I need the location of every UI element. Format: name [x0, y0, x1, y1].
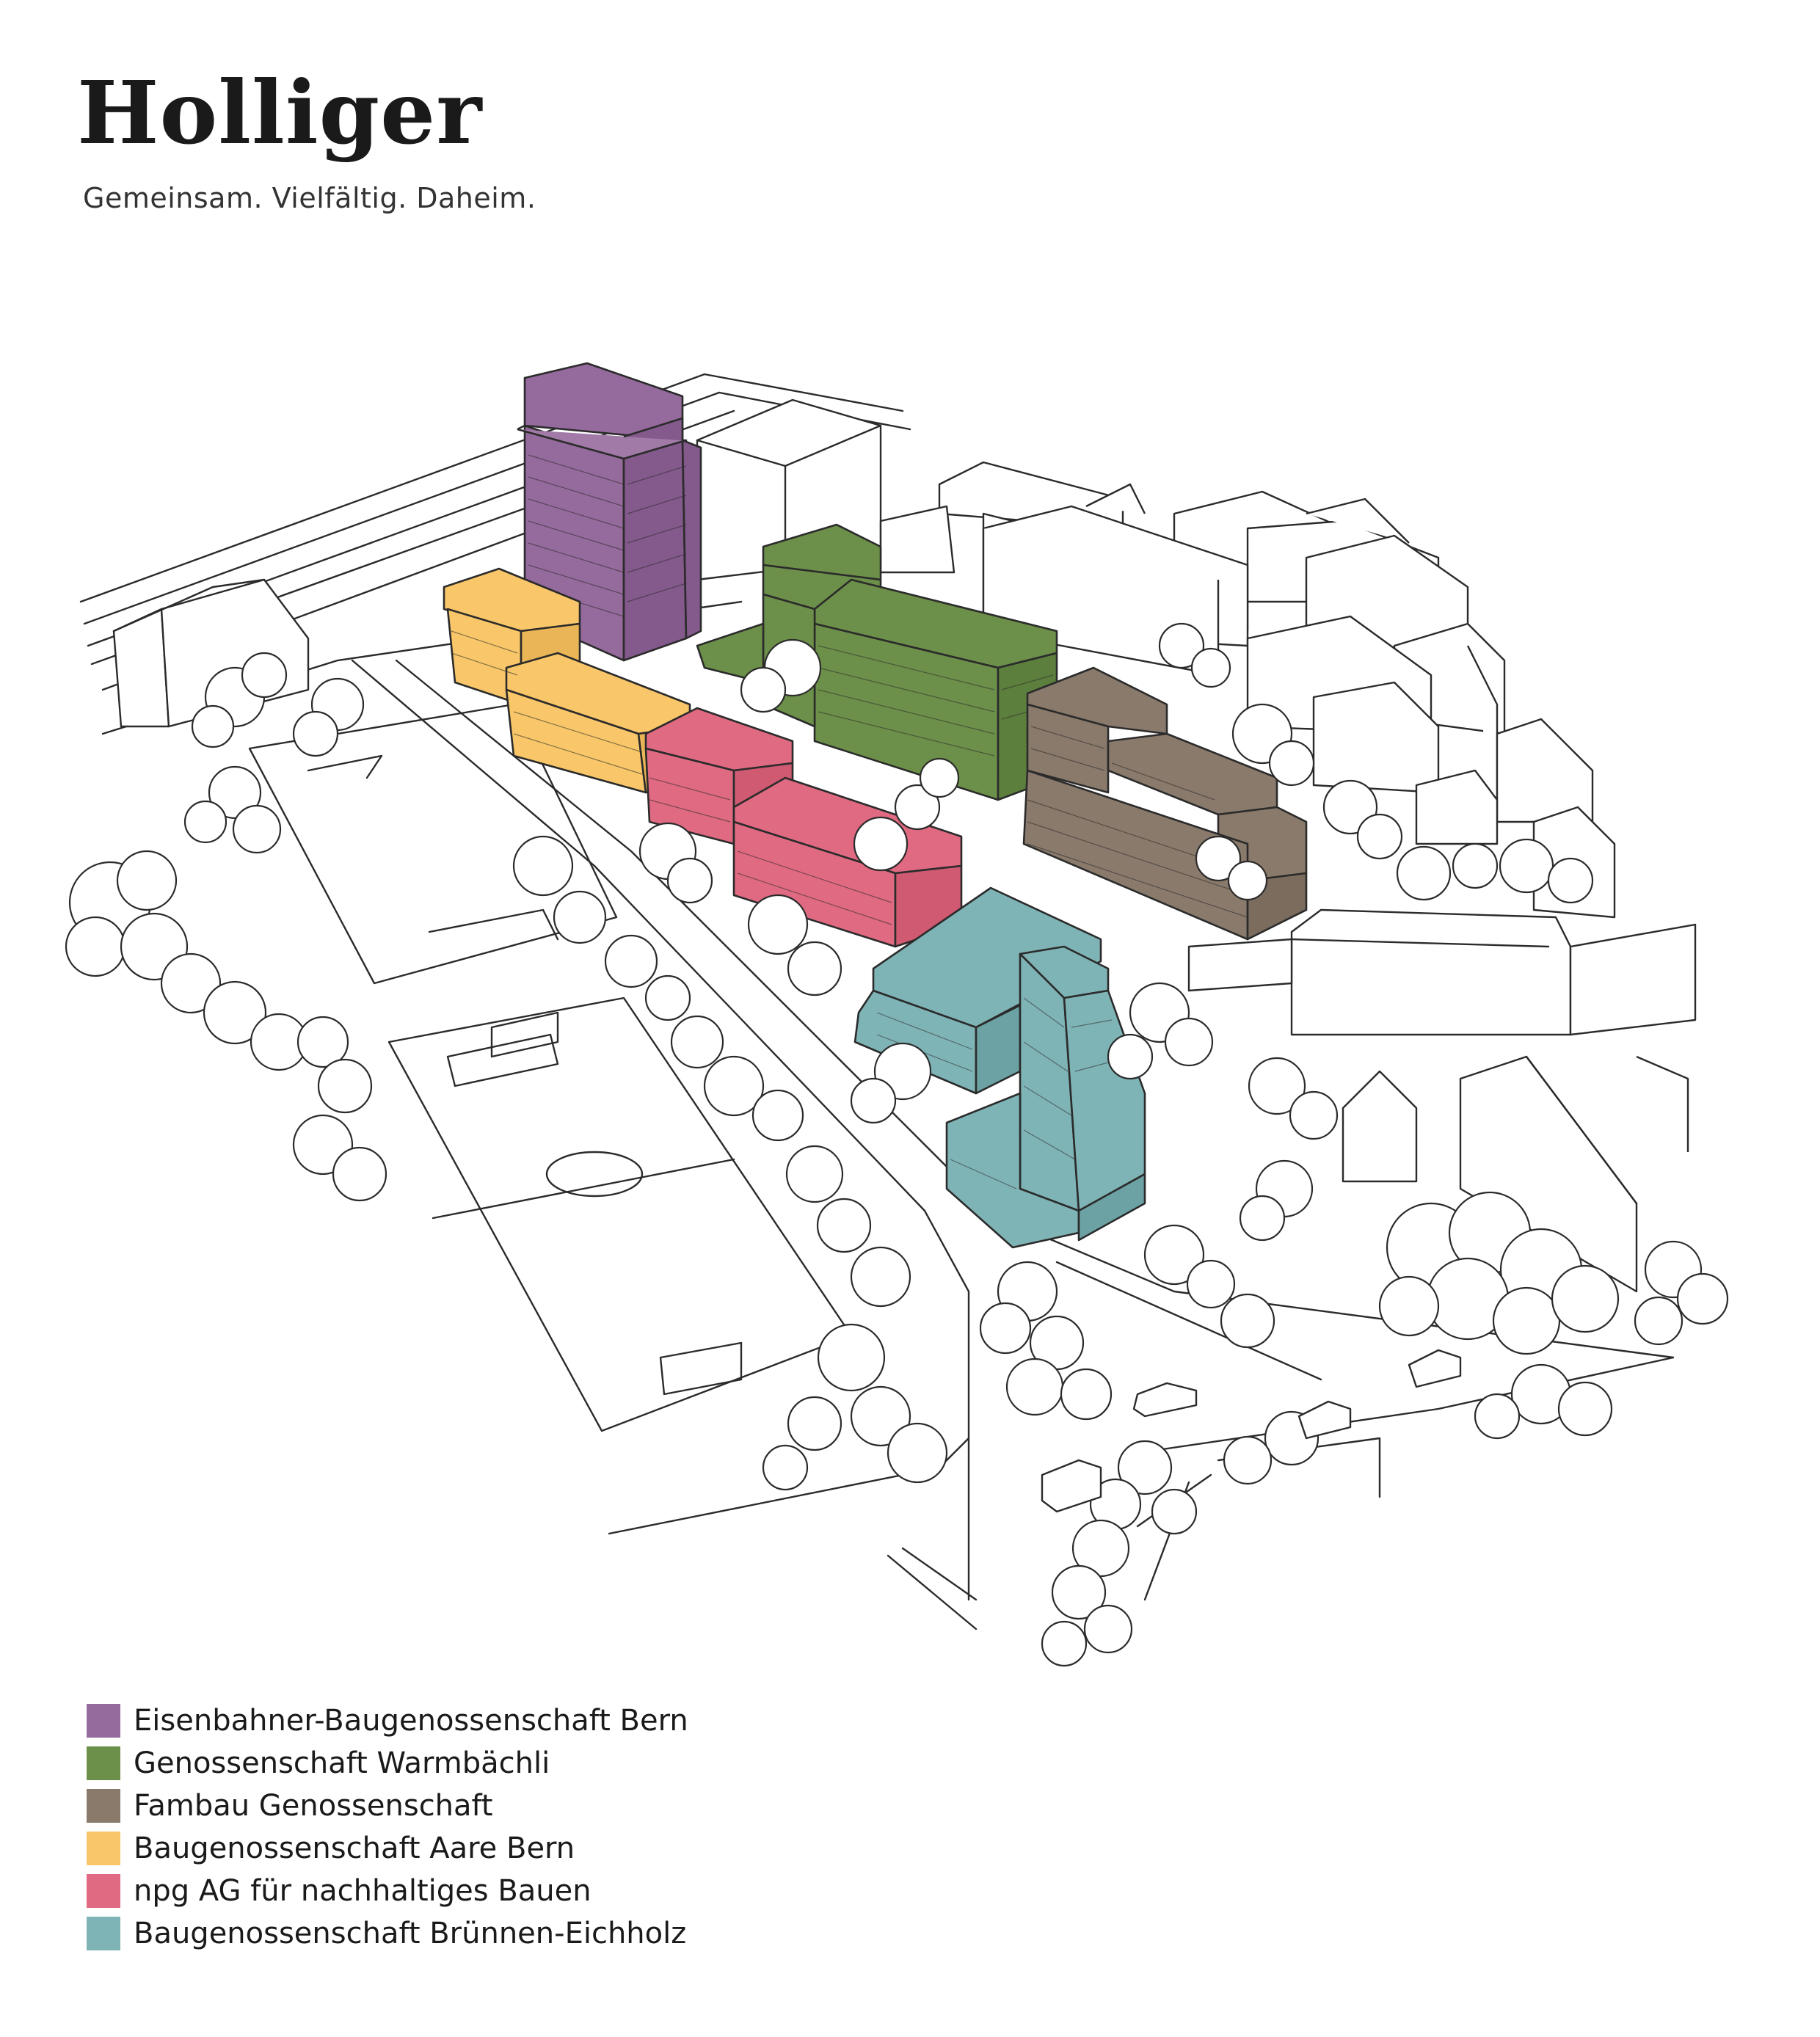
- legend-swatch: [87, 1874, 120, 1908]
- building-npg: [644, 707, 963, 948]
- legend-label: Fambau Genossenschaft: [134, 1789, 493, 1823]
- legend-swatch: [87, 1704, 120, 1738]
- page-subtitle: Gemeinsam. Vielfältig. Daheim.: [83, 182, 536, 214]
- legend-swatch: [87, 1917, 120, 1950]
- legend-item-eisenbahner: Eisenbahner-Baugenossenschaft Bern: [87, 1699, 688, 1742]
- legend-swatch: [87, 1832, 120, 1865]
- legend-label: Baugenossenschaft Brünnen-Eichholz: [134, 1917, 687, 1950]
- legend-label: Baugenossenschaft Aare Bern: [134, 1832, 575, 1865]
- legend-swatch: [87, 1789, 120, 1823]
- site-illustration: [65, 362, 1729, 1667]
- page-title: Holliger: [77, 62, 483, 164]
- legend: Eisenbahner-Baugenossenschaft Bern Genos…: [87, 1699, 688, 1955]
- building-bruennen-eichholz: [853, 886, 1146, 1249]
- legend-item-bruennen-eichholz: Baugenossenschaft Brünnen-Eichholz: [87, 1912, 688, 1955]
- trees: [65, 622, 1729, 1667]
- legend-item-fambau: Fambau Genossenschaft: [87, 1785, 688, 1827]
- legend-label: Eisenbahner-Baugenossenschaft Bern: [134, 1704, 688, 1738]
- legend-item-aare: Baugenossenschaft Aare Bern: [87, 1827, 688, 1870]
- legend-item-npg: npg AG für nachhaltiges Bauen: [87, 1870, 688, 1912]
- legend-label: Genossenschaft Warmbächli: [134, 1746, 550, 1780]
- legend-swatch: [87, 1746, 120, 1780]
- cars: [1041, 1349, 1462, 1513]
- legend-item-warmbaechli: Genossenschaft Warmbächli: [87, 1742, 688, 1785]
- legend-label: npg AG für nachhaltiges Bauen: [134, 1874, 592, 1908]
- sports-field-upper: [248, 703, 618, 985]
